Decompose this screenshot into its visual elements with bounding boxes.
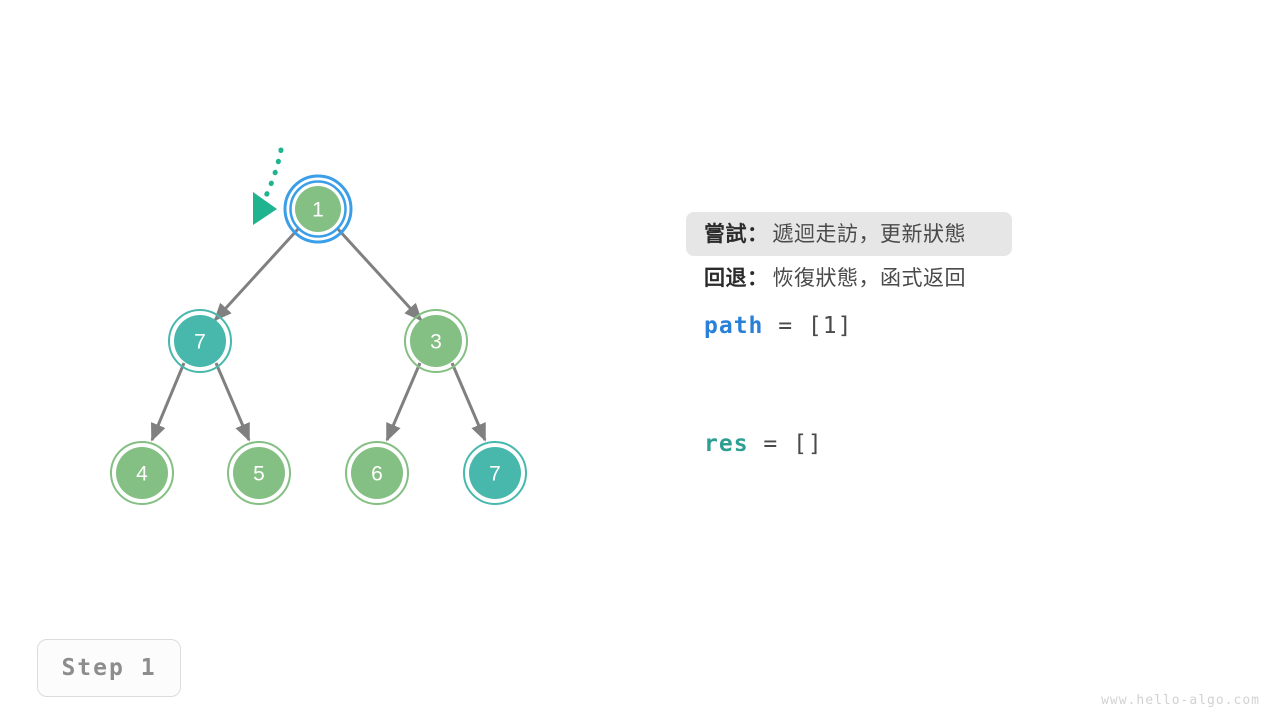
tree-edge-3-6 [385,362,422,442]
tree-edge-3-7 [450,362,487,442]
description-row-try: 嘗試： 遞迴走訪，更新狀態 [686,212,1012,256]
node-circle [410,315,462,367]
description-key: 嘗試： [704,222,769,246]
tree-node-label: 7 [194,331,206,354]
node-outer-ring [463,441,527,505]
binary-tree-diagram: 1 7 3 4 5 6 7 [110,147,527,505]
tree-node-label: 4 [136,463,148,486]
node-circle [174,315,226,367]
tree-node-label: 1 [312,199,324,222]
traversal-pointer [253,147,284,225]
tree-edge-7-4 [150,362,186,442]
tree-node-label: 6 [371,463,383,486]
node-inner-ring [289,180,347,238]
node-circle [116,447,168,499]
tree-node-label: 7 [489,463,501,486]
pointer-arrowhead-icon [253,192,277,225]
tree-node-1[interactable]: 1 [283,174,353,244]
variable-name: res [704,431,749,457]
description-key: 回退： [704,266,769,290]
tree-node-3[interactable]: 3 [404,309,468,373]
tree-edge-1-3 [335,226,423,322]
node-highlight-ring [283,174,353,244]
tree-node-5[interactable]: 5 [227,441,291,505]
step-badge: Step 1 [37,639,181,697]
info-panel: 嘗試： 遞迴走訪，更新狀態 回退： 恢復狀態，函式返回 path = [1] r… [686,212,1246,470]
description-value: 恢復狀態，函式返回 [772,266,966,290]
variable-value: = [1] [763,313,853,339]
node-outer-ring [227,441,291,505]
tree-edges [150,226,487,442]
node-outer-ring [168,309,232,373]
tree-node-4[interactable]: 4 [110,441,174,505]
tree-node-label: 5 [253,463,265,486]
node-outer-ring [345,441,409,505]
tree-node-6[interactable]: 6 [345,441,409,505]
node-circle [295,186,341,232]
variable-spacer [686,352,1246,418]
description-value: 遞迴走訪，更新狀態 [772,222,966,246]
tree-node-label: 3 [430,331,442,354]
variable-row-path: path = [1] [686,300,1246,352]
variable-value: = [] [748,431,823,457]
tree-node-2[interactable]: 7 [168,309,232,373]
pointer-dotted-path [263,147,284,199]
variable-row-res: res = [] [686,418,1246,470]
variable-name: path [704,313,764,339]
node-outer-ring [110,441,174,505]
tree-edge-1-7 [213,226,301,322]
tree-edge-7-5 [214,362,251,442]
tree-node-7[interactable]: 7 [463,441,527,505]
description-row-backtrack: 回退： 恢復狀態，函式返回 [686,256,1246,300]
node-outer-ring [404,309,468,373]
site-watermark: www.hello-algo.com [1101,693,1260,708]
node-circle [351,447,403,499]
node-circle [233,447,285,499]
node-circle [469,447,521,499]
